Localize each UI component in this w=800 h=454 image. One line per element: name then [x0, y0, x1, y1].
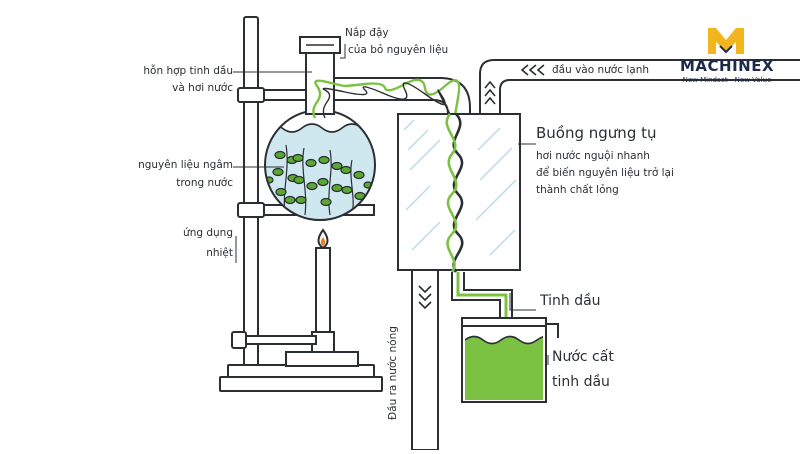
brand-name: MACHINEX — [680, 57, 774, 75]
label-material-2: trong nước — [176, 177, 233, 189]
label-material-1: nguyên liệu ngâm — [138, 159, 233, 171]
brand-tagline: New Mindset - New Value — [683, 76, 772, 84]
machinex-logo-icon — [708, 28, 744, 54]
clamp-top — [237, 87, 265, 103]
label-condenser-title: Buồng ngưng tụ — [536, 124, 657, 142]
label-mixture-2: và hơi nước — [172, 82, 233, 94]
burner-tube — [315, 247, 331, 333]
label-heat-2: nhiệt — [206, 247, 233, 259]
flame-inner — [320, 237, 326, 246]
label-condenser-desc-2: để biến nguyên liệu trở lại — [536, 166, 674, 179]
labels: Nắp đậy của bỏ nguyên liệu hỗn hợp tinh … — [138, 26, 674, 420]
stand-base-bottom — [219, 376, 383, 392]
label-lid-2: của bỏ nguyên liệu — [348, 44, 448, 56]
brand-logo: MACHINEX New Mindset - New Value — [680, 28, 774, 84]
hot-water-outlet — [411, 269, 439, 451]
hydrosol-liquid — [465, 336, 543, 400]
label-water-out: Đầu ra nước nóng — [387, 326, 399, 420]
leader-lines — [233, 44, 549, 365]
label-water-in: đầu vào nước lạnh — [552, 64, 649, 76]
label-condenser-desc-1: hơi nước nguội nhanh — [536, 150, 650, 162]
collection-jar — [461, 317, 559, 403]
clamp-bottom — [237, 202, 265, 218]
cold-water-inlet — [479, 59, 800, 114]
label-mixture-1: hỗn hợp tinh dầu — [143, 64, 233, 77]
label-lid-1: Nắp đậy — [345, 26, 389, 39]
label-essential-oil: Tinh dầu — [539, 293, 601, 309]
retort-stand — [219, 16, 383, 392]
burner-clamp — [231, 331, 247, 349]
burner — [315, 228, 331, 333]
stand-rod — [243, 16, 259, 368]
flask — [264, 36, 471, 221]
vapor — [312, 78, 461, 119]
label-heat-1: ứng dụng — [183, 227, 233, 239]
label-condenser-desc-3: thành chất lỏng — [536, 184, 619, 196]
condenser — [397, 113, 521, 273]
burner-arm — [235, 335, 317, 345]
label-hydrosol-1: Nước cất — [552, 349, 614, 365]
label-hydrosol-2: tinh dầu — [552, 374, 610, 390]
heater-base — [285, 351, 359, 367]
